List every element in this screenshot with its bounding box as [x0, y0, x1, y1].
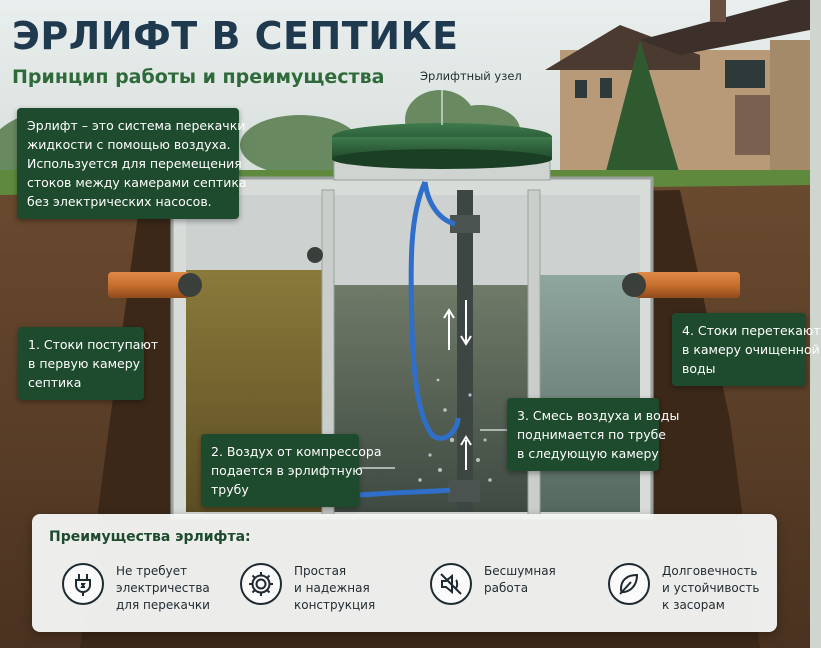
leaf-icon: [608, 563, 650, 605]
description-line: жидкости с помощью воздуха.: [27, 137, 231, 152]
page-subtitle: Принцип работы и преимущества: [12, 66, 385, 88]
step-4-label: 4. Стоки перетекают в камеру очищенной в…: [672, 313, 821, 386]
overflow-port: [307, 247, 323, 263]
advantage-line: Не требует: [116, 564, 188, 578]
advantage-line: к засорам: [662, 598, 725, 612]
step-line: 1. Стоки поступают: [28, 337, 159, 352]
chamber-2-water: [332, 285, 532, 512]
gear-icon: [240, 563, 282, 605]
step-line: воды: [682, 361, 716, 376]
air-hose-from-compressor: [359, 487, 451, 498]
step-line: 2. Воздух от компрессора: [211, 444, 382, 459]
advantage-item: Бесшумная работа: [430, 563, 556, 605]
air-hose-to-riser: [408, 180, 461, 441]
step-line: 4. Стоки перетекают: [682, 323, 821, 338]
plug-icon: [62, 563, 104, 605]
advantage-item: Простая и надежная конструкция: [240, 563, 375, 614]
advantages-panel: Преимущества эрлифта: Не требует электри…: [32, 514, 777, 632]
inlet-port: [178, 273, 202, 297]
step-line: 3. Смесь воздуха и воды: [517, 408, 680, 423]
description-line: стоков между камерами септика: [27, 175, 247, 190]
step-line: подается в эрлифтную: [211, 463, 363, 478]
outlet-pipe: [635, 272, 740, 298]
step-line: трубу: [211, 482, 249, 497]
advantage-line: Простая: [294, 564, 347, 578]
advantage-line: для перекачки: [116, 598, 210, 612]
outlet-port: [622, 273, 646, 297]
description-line: Эрлифт – это система перекачки: [27, 118, 246, 133]
mute-speaker-icon: [430, 563, 472, 605]
flow-arrows: [443, 300, 472, 470]
advantage-line: конструкция: [294, 598, 376, 612]
advantage-line: и надежная: [294, 581, 370, 595]
airlift-node-label: Эрлифтный узел: [420, 69, 522, 83]
advantage-line: Бесшумная: [484, 564, 556, 578]
advantages-title: Преимущества эрлифта:: [49, 529, 251, 545]
chamber-3-water: [540, 275, 640, 512]
advantage-item: Не требует электричества для перекачки: [62, 563, 210, 614]
advantage-line: электричества: [116, 581, 210, 595]
step-line: поднимается по трубе: [517, 427, 666, 442]
description-line: Используется для перемещения: [27, 156, 242, 171]
step-line: в следующую камеру: [517, 446, 659, 461]
advantage-line: работа: [484, 581, 529, 595]
house: [545, 0, 810, 170]
description-box: Эрлифт – это система перекачки жидкости …: [17, 108, 247, 219]
page-title: ЭРЛИФТ В СЕПТИКЕ: [12, 14, 459, 58]
step-line: в первую камеру: [28, 356, 141, 371]
airlift-riser-pipe: [457, 190, 473, 512]
leader-lines: [359, 84, 507, 469]
step-line: септика: [28, 375, 82, 390]
step-line: в камеру очищенной: [682, 342, 820, 357]
advantage-item: Долговечность и устойчивость к засорам: [608, 563, 759, 614]
step-2-label: 2. Воздух от компрессора подается в эрли…: [201, 434, 382, 507]
advantage-line: и устойчивость: [662, 581, 760, 595]
inlet-pipe: [108, 272, 190, 298]
step-3-label: 3. Смесь воздуха и воды поднимается по т…: [507, 398, 680, 471]
step-1-label: 1. Стоки поступают в первую камеру септи…: [18, 327, 159, 400]
description-line: без электрических насосов.: [27, 194, 212, 209]
conifer-tree: [605, 40, 680, 175]
advantage-line: Долговечность: [662, 564, 758, 578]
air-bubbles: [418, 378, 492, 482]
